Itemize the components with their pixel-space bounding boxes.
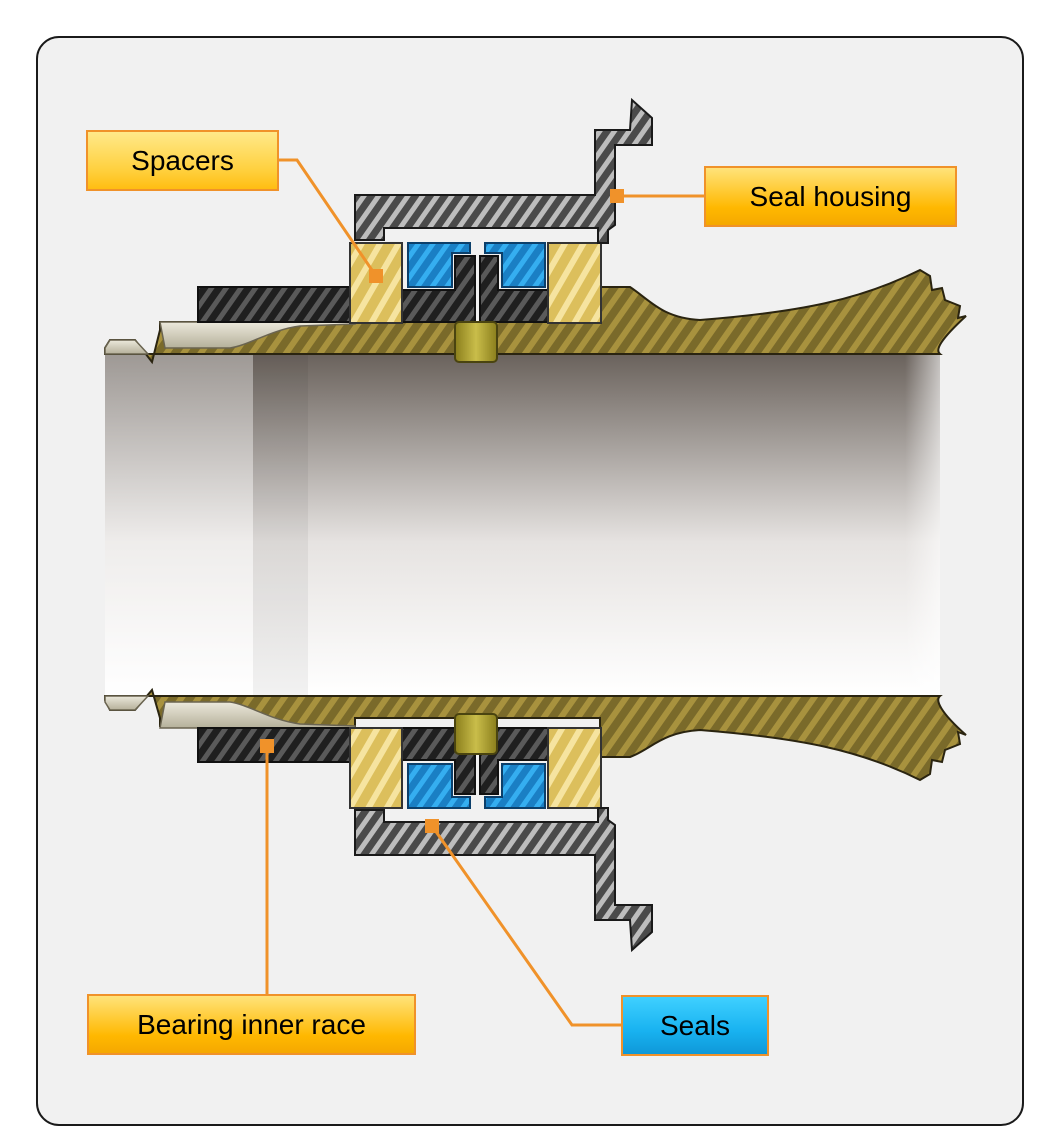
leader-spacers <box>278 158 378 277</box>
spacer-top-right <box>547 242 602 324</box>
label-bearing-inner-race: Bearing inner race <box>87 994 416 1055</box>
marker-seals <box>425 819 439 833</box>
seal-bottom-right <box>484 763 546 809</box>
marker-seal-housing <box>610 189 624 203</box>
label-seals: Seals <box>621 995 769 1056</box>
seal-bottom-left <box>407 763 471 809</box>
seal-housing-bottom <box>354 807 653 953</box>
shaft-wall-bottom <box>104 687 967 782</box>
spacer-bottom-right <box>547 727 602 809</box>
leader-lines <box>265 158 705 1027</box>
bearing-race-bottom <box>197 727 354 763</box>
label-seal-housing: Seal housing <box>704 166 957 227</box>
seal-top-right <box>484 242 546 288</box>
leader-seals <box>430 825 622 1027</box>
marker-bearing-race <box>260 739 274 753</box>
shaft-bore <box>105 354 940 696</box>
bearing-race-top <box>197 286 354 323</box>
marker-spacers <box>369 269 383 283</box>
seal-top-left <box>407 242 471 288</box>
spacer-bottom-left <box>349 727 403 809</box>
seal-housing-top <box>354 97 653 244</box>
pin-bottom <box>454 713 498 755</box>
pin-top <box>454 321 498 363</box>
label-spacers: Spacers <box>86 130 279 191</box>
